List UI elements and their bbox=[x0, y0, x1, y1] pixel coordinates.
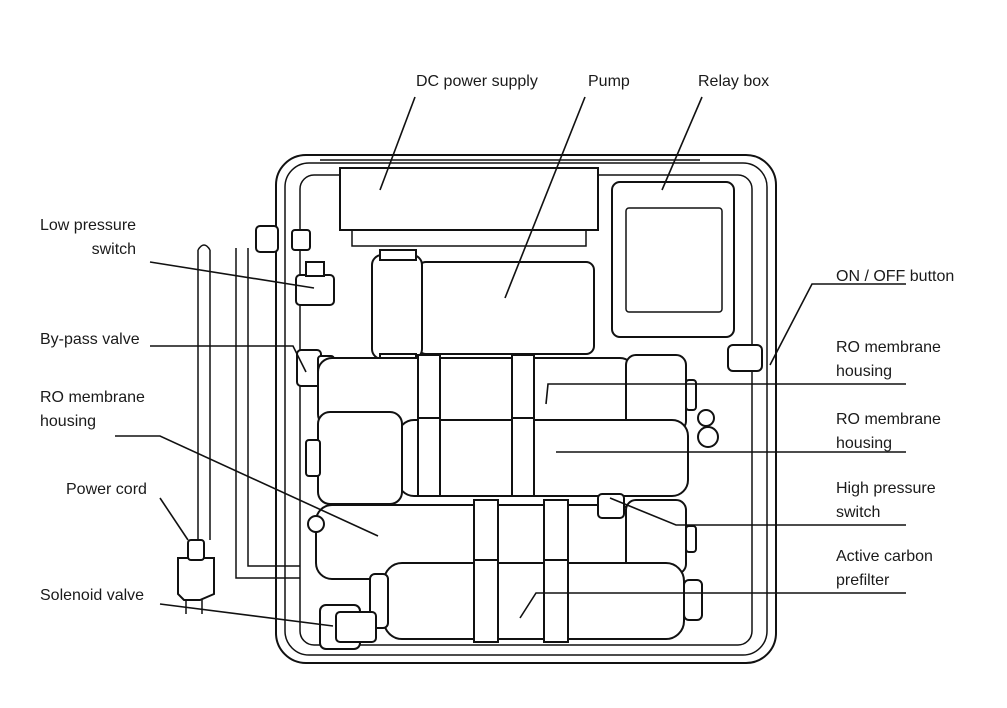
low-pressure-switch-shape bbox=[295, 261, 335, 306]
label-high-pressure-switch-line2: switch bbox=[836, 504, 881, 521]
tubing bbox=[197, 244, 300, 579]
label-ro-membrane-housing-mid-line1: RO membrane bbox=[836, 411, 941, 428]
label-power-cord: Power cord bbox=[66, 481, 147, 498]
ro-membrane-housing-mid-shape bbox=[305, 409, 719, 505]
label-ro-membrane-housing-mid-line2: housing bbox=[836, 435, 893, 452]
label-dc-power-supply: DC power supply bbox=[416, 73, 538, 90]
label-on-off-button: ON / OFF button bbox=[836, 268, 955, 285]
on-off-button-shape bbox=[727, 344, 763, 372]
relay-box bbox=[611, 181, 735, 338]
label-ro-membrane-housing-left-line2: housing bbox=[40, 413, 97, 430]
label-low-pressure-switch-line1: Low pressure bbox=[40, 217, 137, 234]
label-ro-membrane-housing-left: RO membrane housing bbox=[40, 386, 145, 434]
high-pressure-switch-shape bbox=[597, 493, 625, 519]
ro-membrane-housing-top-shape bbox=[317, 354, 697, 436]
label-active-carbon-prefilter-line1: Active carbon bbox=[836, 548, 933, 565]
top-fittings bbox=[255, 225, 311, 253]
label-ro-membrane-housing-left-line1: RO membrane bbox=[40, 389, 145, 406]
solenoid-valve-shape bbox=[319, 604, 377, 650]
label-by-pass-valve: By-pass valve bbox=[40, 331, 140, 348]
dc-power-supply bbox=[339, 167, 599, 247]
label-high-pressure-switch-line1: High pressure bbox=[836, 480, 936, 497]
power-plug-shape bbox=[177, 539, 215, 614]
label-ro-membrane-housing-top: RO membrane housing bbox=[836, 336, 941, 384]
label-low-pressure-switch-line2: switch bbox=[91, 241, 137, 258]
leader-lines bbox=[115, 96, 906, 627]
label-ro-membrane-housing-top-line2: housing bbox=[836, 363, 893, 380]
label-ro-membrane-housing-top-line1: RO membrane bbox=[836, 339, 941, 356]
label-active-carbon-prefilter-line2: prefilter bbox=[836, 572, 890, 589]
label-high-pressure-switch: High pressure switch bbox=[836, 477, 936, 525]
active-carbon-prefilter-shape bbox=[369, 559, 703, 643]
label-low-pressure-switch: Low pressure switch bbox=[40, 214, 136, 262]
pump bbox=[371, 249, 595, 365]
label-active-carbon-prefilter: Active carbon prefilter bbox=[836, 545, 933, 593]
label-relay-box: Relay box bbox=[698, 73, 770, 90]
label-ro-membrane-housing-mid: RO membrane housing bbox=[836, 408, 941, 456]
label-pump: Pump bbox=[588, 73, 630, 90]
label-solenoid-valve: Solenoid valve bbox=[40, 587, 145, 604]
